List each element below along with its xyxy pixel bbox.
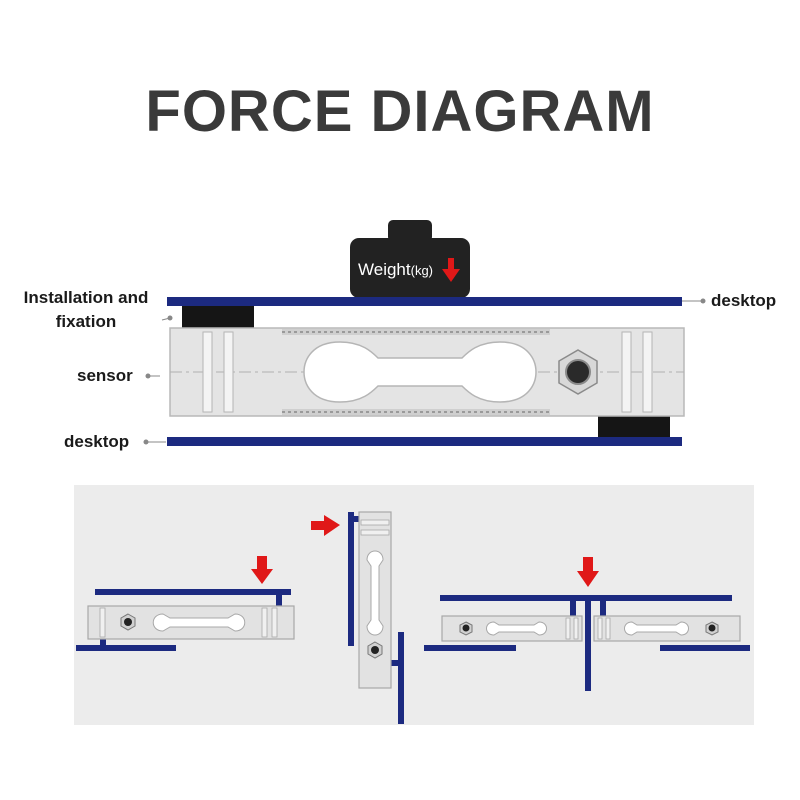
sensor-label: sensor [77, 366, 133, 385]
weight-unit-text: (kg) [410, 263, 433, 278]
example-horizontal-mount [76, 589, 295, 651]
example-1-force-arrow-icon [251, 556, 273, 584]
installation-label-line1: Installation and [23, 288, 149, 307]
top-desktop-plate [167, 297, 682, 306]
installation-examples-panel [74, 485, 754, 725]
page-title: FORCE DIAGRAM [145, 79, 655, 144]
desktop-label-bottom: desktop [64, 432, 130, 451]
weight-icon [350, 220, 470, 298]
weight-label-text: Weight [358, 260, 411, 279]
example-vertical-mount [348, 511, 404, 724]
weight-label: Weight(kg) [358, 260, 433, 280]
top-spacer-block [182, 306, 254, 328]
desktop-label-top: desktop [711, 291, 777, 310]
installation-fixation-label: Installation and fixation [12, 286, 160, 334]
bottom-desktop-plate [167, 437, 682, 446]
downward-force-arrow-icon [442, 258, 460, 282]
example-2-force-arrow-icon [311, 515, 340, 536]
example-3-force-arrow-icon [577, 557, 599, 587]
bottom-spacer-block [598, 416, 670, 437]
example-dual-mount [424, 595, 750, 691]
load-cell-sensor [169, 327, 685, 417]
label-leaders [143, 298, 706, 445]
installation-label-line2: fixation [55, 312, 117, 331]
